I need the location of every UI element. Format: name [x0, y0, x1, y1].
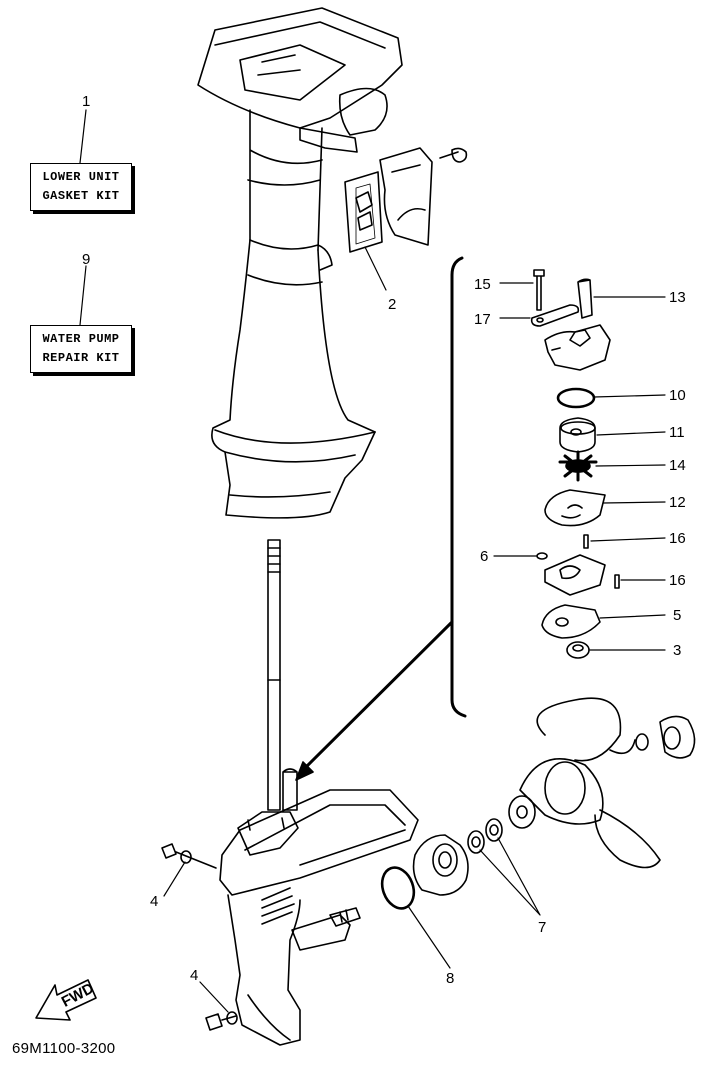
- callout-11: 11: [669, 424, 685, 441]
- callout-9: 9: [82, 251, 90, 268]
- impeller-14: [558, 450, 598, 482]
- leader-lines: [79, 109, 666, 1013]
- outer-plate-cartridge-12: [544, 489, 606, 527]
- callout-8: 8: [446, 970, 454, 987]
- water-pump-bracket: [450, 256, 467, 718]
- bolt-4-lower: [205, 1011, 238, 1031]
- callout-2: 2: [388, 296, 396, 313]
- kit-line: GASKET KIT: [42, 189, 120, 203]
- upper-casing-body: [211, 239, 376, 519]
- insert-cartridge-11: [559, 417, 596, 453]
- propeller: [519, 697, 661, 869]
- callout-5: 5: [673, 607, 681, 624]
- callout-6: 6: [480, 548, 488, 565]
- callout-15: 15: [474, 276, 491, 293]
- drive-shaft: [267, 539, 281, 811]
- upper-casing: [197, 7, 403, 519]
- gasket-5: [541, 604, 601, 639]
- lower-casing-ribs: [261, 887, 295, 925]
- pump-assembly-arrow: [303, 620, 454, 770]
- upper-casing-bracket: [299, 87, 388, 153]
- side-cover: [379, 147, 433, 246]
- callout-7: 7: [538, 919, 546, 936]
- kit-line: REPAIR KIT: [42, 351, 120, 365]
- thrust-washer: [508, 795, 536, 829]
- propeller-shaft-housing: [412, 834, 469, 896]
- pump-assembly-arrowhead: [295, 761, 314, 781]
- callout-1: 1: [82, 93, 90, 110]
- grommet-13: [577, 278, 593, 319]
- bolt-15: [533, 269, 545, 311]
- lower-casing-body: [227, 894, 301, 1046]
- oil-seal-3: [566, 641, 590, 659]
- callout-10: 10: [669, 387, 686, 404]
- kit-line: LOWER UNIT: [42, 170, 120, 184]
- lower-casing-plate: [219, 789, 419, 896]
- plate-17: [530, 304, 580, 327]
- callout-4-lower: 4: [190, 967, 198, 984]
- upper-casing-neck: [247, 109, 323, 251]
- propeller-nut: [659, 715, 696, 759]
- o-ring-6: [536, 552, 548, 560]
- callout-3: 3: [673, 642, 681, 659]
- diagram-code: 69M1100-3200: [12, 1040, 116, 1057]
- skeg: [247, 994, 291, 1041]
- callout-numbers: 1 9 2 15 13 17 10 11 14 12 16 6 16 5 3 4…: [82, 93, 686, 987]
- water-pump-repair-kit-box: WATER PUMP REPAIR KIT: [30, 325, 132, 373]
- callout-12: 12: [669, 494, 686, 511]
- pump-base-plate: [544, 554, 606, 596]
- pin-16-lower: [614, 574, 620, 589]
- fwd-arrow: FWD: [35, 979, 97, 1021]
- upper-casing-band: [247, 239, 323, 286]
- callout-13: 13: [669, 289, 686, 306]
- water-tube-stub: [282, 768, 298, 811]
- callout-4-upper: 4: [150, 893, 158, 910]
- o-ring-10: [556, 387, 596, 409]
- callout-17: 17: [474, 311, 491, 328]
- upper-casing-top-plate: [197, 7, 403, 129]
- propeller-washer: [635, 733, 649, 751]
- callout-16-upper: 16: [669, 530, 686, 547]
- lower-unit-gasket-kit-box: LOWER UNIT GASKET KIT: [30, 163, 132, 211]
- upper-casing-fin: [214, 429, 376, 498]
- propeller-shaft: [329, 907, 361, 927]
- upper-casing-grip: [317, 244, 333, 271]
- bolt-4-upper: [161, 843, 217, 869]
- oil-seals-7: [467, 818, 503, 854]
- callout-16-lower: 16: [669, 572, 686, 589]
- lower-casing: [219, 768, 419, 1046]
- cover-bolt: [439, 147, 468, 163]
- lower-casing-plate-detail: [244, 804, 406, 866]
- o-ring-8: [380, 866, 416, 910]
- pin-16-upper: [583, 534, 589, 549]
- callout-14: 14: [669, 457, 686, 474]
- gasket-2: [344, 171, 383, 253]
- pump-mount: [237, 811, 299, 856]
- kit-line: WATER PUMP: [42, 332, 120, 346]
- upper-casing-top-detail: [214, 21, 386, 101]
- pump-housing: [544, 324, 611, 371]
